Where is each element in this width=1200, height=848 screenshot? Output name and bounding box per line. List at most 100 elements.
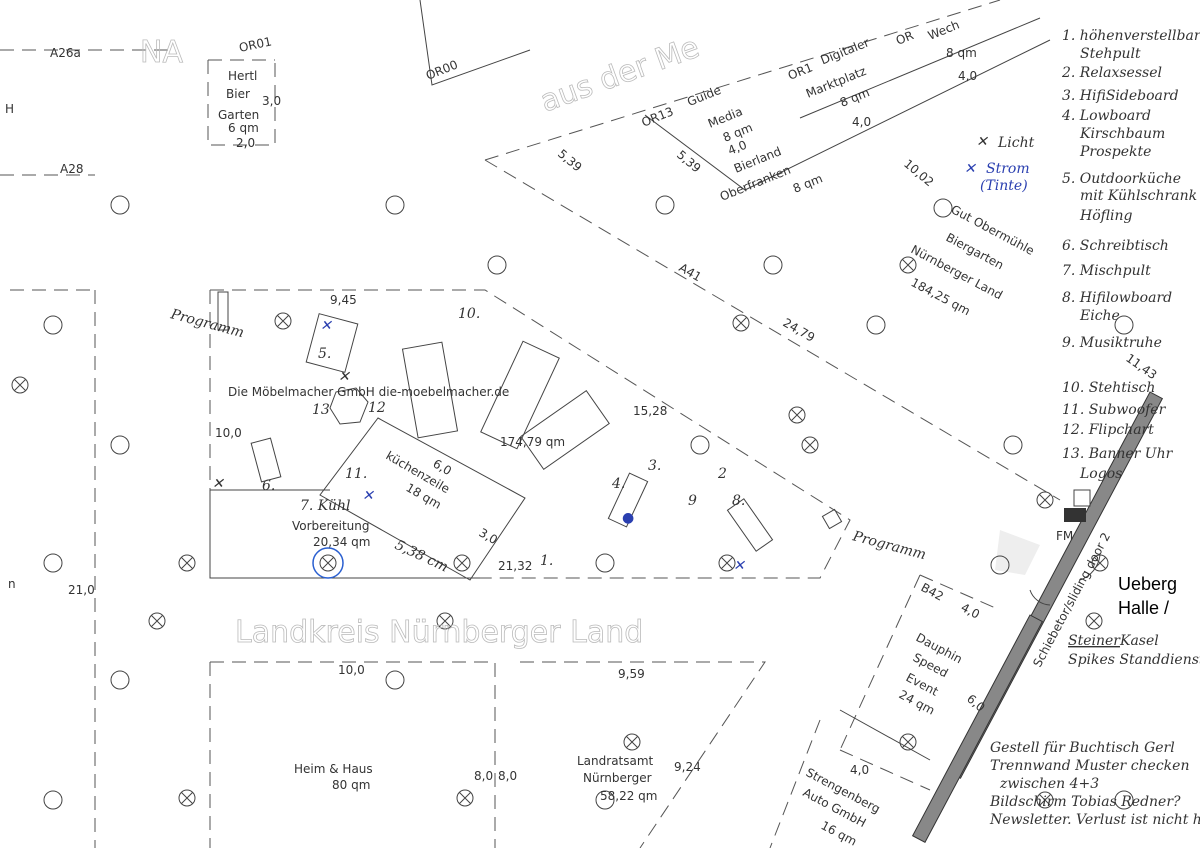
item-number: 13: [312, 402, 330, 418]
crossed-column-icon: [1036, 791, 1054, 809]
booth-number: OR: [894, 28, 916, 48]
dimension: 10,0: [338, 663, 365, 677]
crossed-column-icon: [453, 554, 471, 572]
crossed-column-icon: [732, 314, 750, 332]
note: Steiner: [1068, 633, 1121, 649]
legend-item: 3. HifiSideboard: [1062, 88, 1179, 104]
legend-item: 13. Banner Uhr: [1062, 446, 1174, 462]
booth-name: Nürnberger: [583, 771, 652, 785]
crossed-column-icon: [1091, 554, 1109, 572]
dimension: 8,0: [498, 769, 517, 783]
cross-mark: ✕: [320, 318, 333, 334]
hall-label: Ueberg: [1118, 574, 1177, 594]
item-number: 6.: [262, 478, 275, 494]
booth-name: Hertl: [228, 69, 257, 83]
item-number: 9: [688, 493, 697, 509]
hall-label: Halle /: [1118, 598, 1169, 618]
dimension: 4,0: [850, 763, 869, 777]
cross-mark: ✕: [338, 369, 351, 385]
legend-item: 10. Stehtisch: [1062, 380, 1155, 396]
furniture-legend: 1. höhenverstellbaresStehpult2. Relaxses…: [1061, 28, 1200, 482]
crossed-column-icon: [274, 312, 292, 330]
booth-name: Landratsamt: [577, 754, 654, 768]
note: Programm: [168, 306, 246, 341]
legend-item: Kirschbaum: [1079, 126, 1165, 142]
dimension: 4,0: [852, 115, 871, 129]
zone-label: H: [5, 102, 14, 116]
item-number: 8.: [732, 493, 745, 509]
legend-item: 4. Lowboard: [1061, 108, 1151, 124]
booth-area: 8 qm: [946, 46, 977, 60]
zone-label: Landkreis Nürnberger Land: [235, 615, 643, 650]
legend-item: 7. Mischpult: [1062, 263, 1151, 279]
zone-label: A26a: [50, 46, 81, 60]
dimension: 24,79: [781, 315, 818, 344]
legend-item: Logos: [1079, 466, 1122, 482]
legend-item: Eiche: [1079, 308, 1120, 324]
legend-item: 9. Musiktruhe: [1062, 335, 1162, 351]
cross-mark: ✕: [733, 558, 746, 574]
marked-column-circle: [312, 547, 344, 579]
dimension: 9,45: [330, 293, 357, 307]
crossed-column-icon: [899, 256, 917, 274]
item-number: 4.: [611, 476, 625, 492]
dimension: 3,0: [477, 525, 501, 547]
legend-item: 5. Outdoorküche: [1062, 171, 1181, 187]
crossed-column-icon: [623, 733, 641, 751]
crossed-column-icon: [1085, 612, 1103, 630]
note: Strom: [986, 161, 1030, 177]
zone-label: OR00: [424, 57, 460, 82]
legend-item: 2. Relaxsessel: [1061, 65, 1162, 81]
item-number: 10.: [458, 306, 480, 322]
booth-area: 6 qm: [228, 121, 259, 135]
item-number: 1.: [540, 553, 553, 569]
marker-dot: ●: [622, 510, 634, 526]
crossed-column-icon: [1036, 491, 1054, 509]
legend-item: mit Kühlschrank: [1080, 188, 1197, 204]
item-number: 11.: [345, 466, 367, 482]
note-line: Gestell für Buchtisch Gerl: [990, 740, 1175, 756]
crossed-columns: [11, 256, 1109, 809]
booth-name: Die Möbelmacher GmbH die-moebelmacher.de: [228, 385, 509, 399]
booth-name: Heim & Haus: [294, 762, 373, 776]
legend-item: 6. Schreibtisch: [1062, 238, 1169, 254]
note: (Tinte): [980, 178, 1028, 194]
note-line: Trennwand Muster checken: [990, 758, 1189, 774]
dimension: 10,02: [901, 157, 936, 190]
crossed-column-icon: [436, 612, 454, 630]
dimension: 9,24: [674, 760, 701, 774]
cross-mark: ✕: [362, 488, 375, 504]
booth-number: OR13: [640, 104, 676, 129]
crossed-column-icon: [178, 789, 196, 807]
booth-name: Bier: [226, 87, 250, 101]
booth-name: Garten: [218, 108, 259, 122]
booth-area: 80 qm: [332, 778, 370, 792]
dimension: 5,39: [555, 147, 584, 175]
plan-lines: [0, 0, 1164, 848]
note-line: Newsletter. Verlust ist nicht helfen: [989, 812, 1200, 828]
note: 5,38 cm: [392, 537, 450, 575]
cross-mark: ✕: [976, 134, 989, 150]
legend-item: 1. höhenverstellbares: [1062, 28, 1200, 44]
booth-number: B42: [919, 580, 946, 603]
booth-name: Oberfranken: [718, 163, 793, 204]
zone-label: aus der Me: [536, 30, 704, 120]
dimension: 2,0: [236, 136, 255, 150]
handwritten-annotations: ✕ Licht ✕ Strom (Tinte) Programm Program…: [168, 134, 1200, 668]
legend-item: 11. Subwoofer: [1062, 402, 1167, 418]
crossed-column-icon: [788, 406, 806, 424]
legend-item: 8. Hifilowboard: [1062, 290, 1172, 306]
crossed-column-icon: [148, 612, 166, 630]
item-number: 12: [368, 400, 386, 416]
crossed-column-icon: [801, 436, 819, 454]
crossed-column-icon: [899, 733, 917, 751]
zone-label: NA: [140, 35, 183, 70]
crossed-column-icon: [11, 376, 29, 394]
zone-label: n: [8, 577, 16, 591]
booth-name: Guide: [685, 83, 723, 109]
note: Kasel: [1119, 633, 1159, 649]
zone-label: A41: [677, 260, 704, 284]
zone-label: FM: [1056, 529, 1073, 543]
